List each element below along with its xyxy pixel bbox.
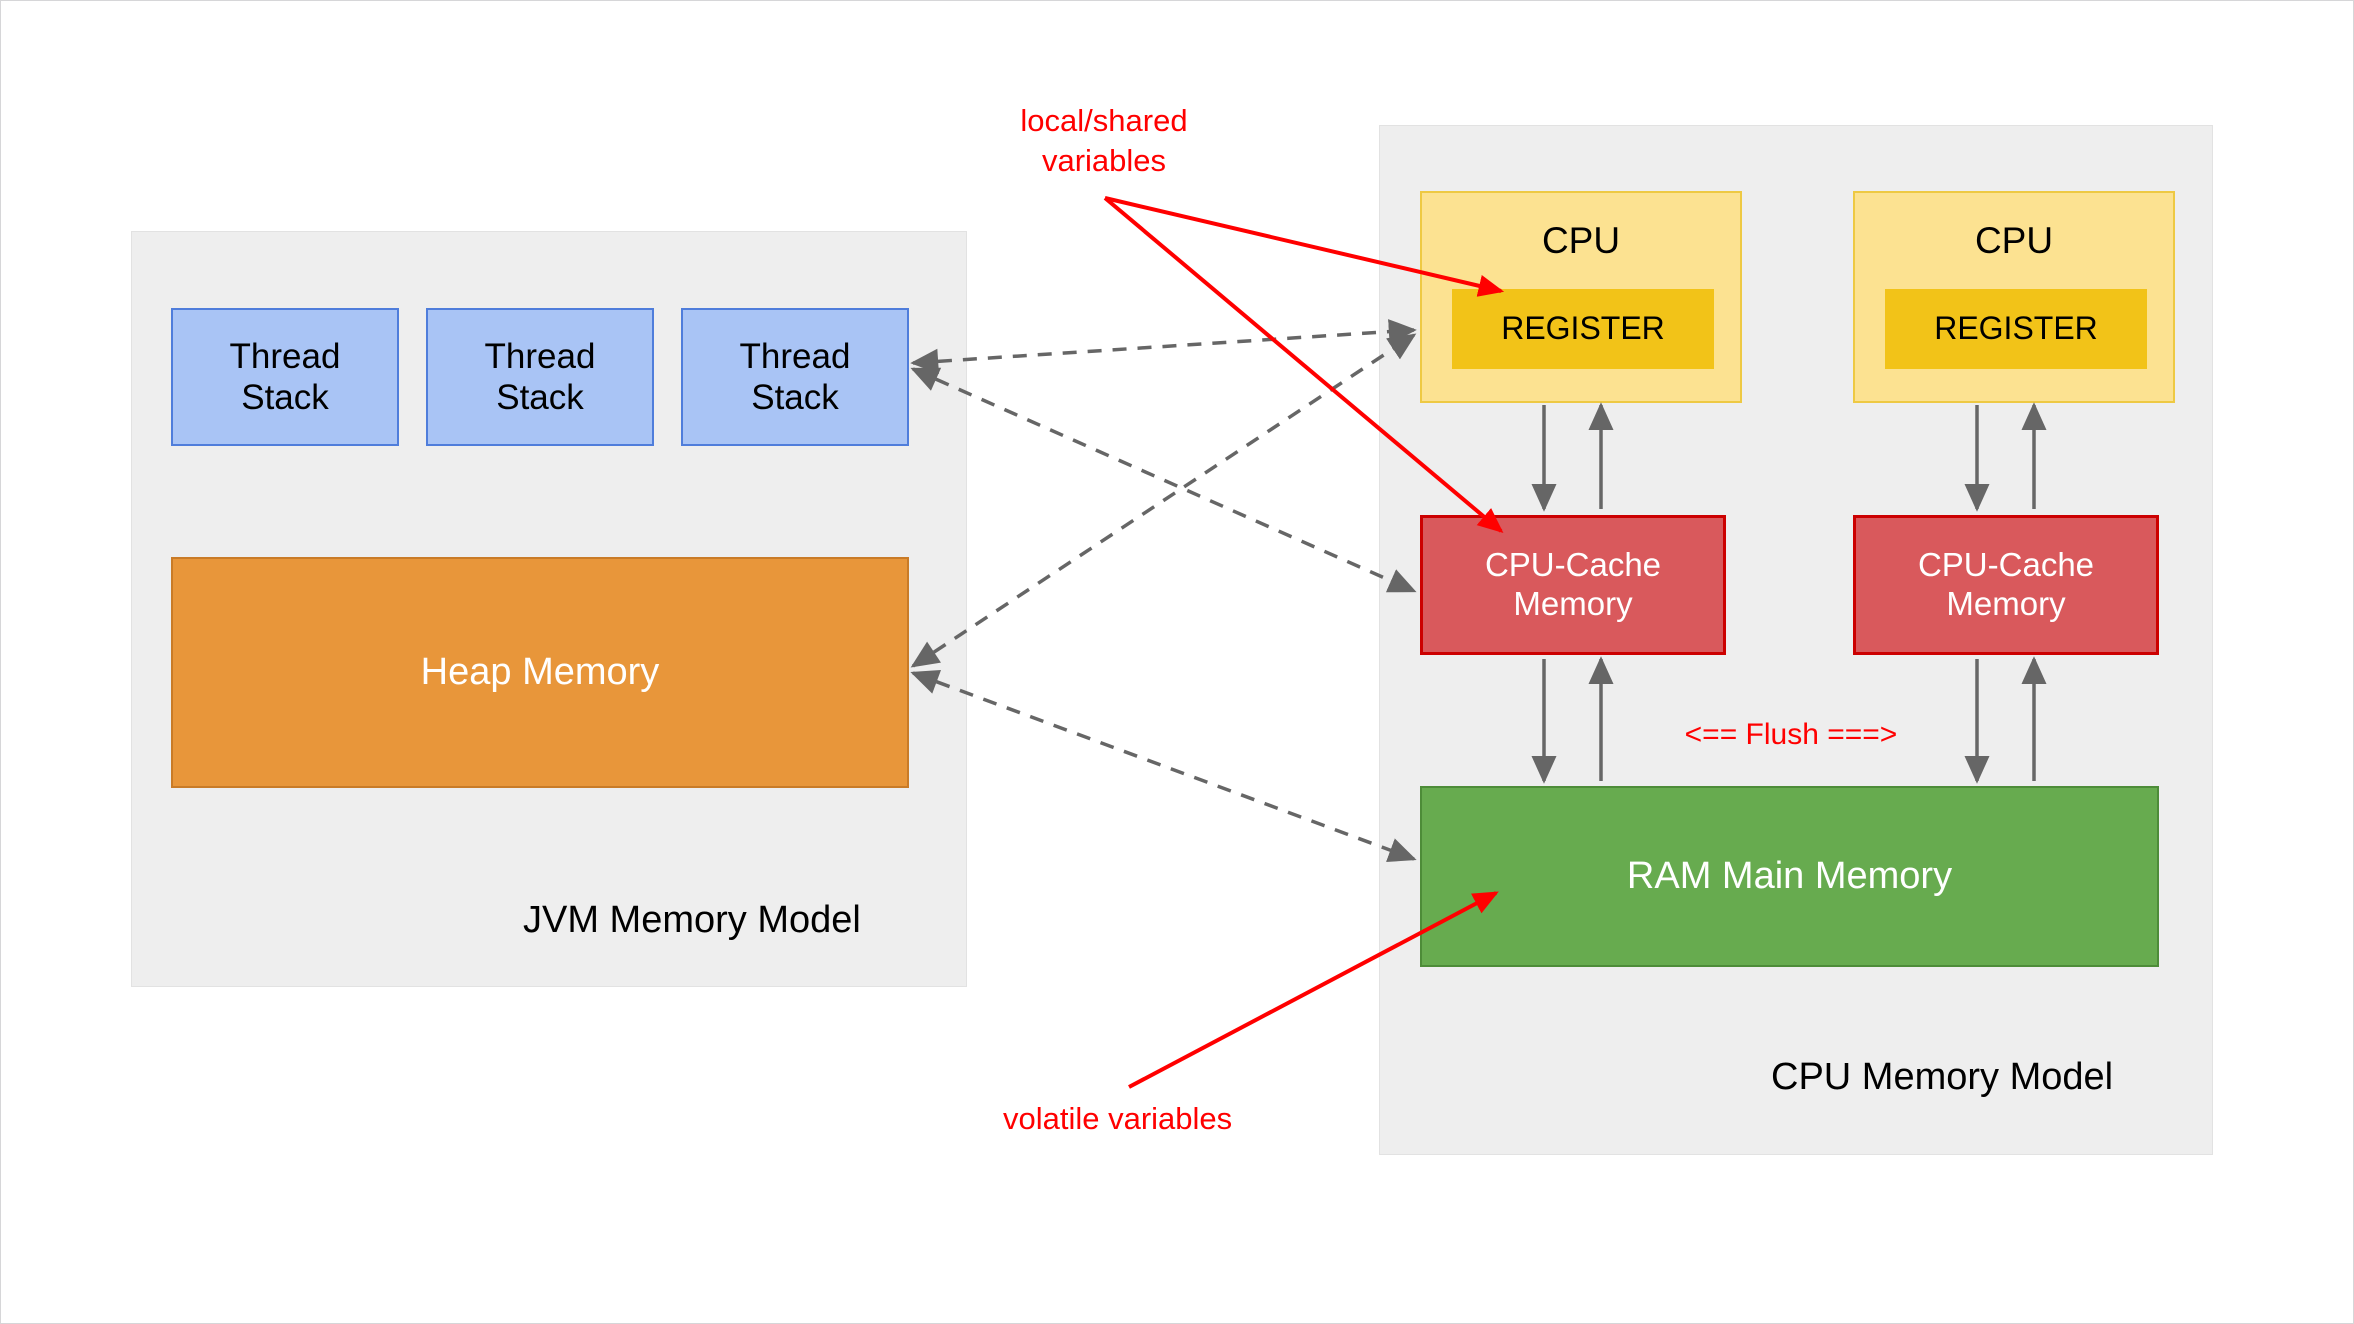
ram-main-memory-label: RAM Main Memory — [1626, 855, 1953, 898]
dashed-heap-to-register1 — [910, 333, 1417, 668]
cpu-cache-memory-box-1[interactable]: CPU-Cache Memory — [1420, 515, 1726, 655]
local-shared-variables-annotation: local/shared variables — [1020, 103, 1188, 178]
thread-stack-label-2: Thread Stack — [484, 336, 596, 417]
heap-memory-label: Heap Memory — [420, 651, 660, 694]
cpu-label-2: CPU — [1974, 220, 2054, 261]
thread-stack-box-3[interactable]: Thread Stack — [681, 308, 909, 446]
jvm-panel-title: JVM Memory Model — [523, 899, 861, 941]
register-box-2[interactable]: REGISTER — [1885, 289, 2147, 369]
thread-stack-box-2[interactable]: Thread Stack — [426, 308, 654, 446]
heap-memory-box[interactable]: Heap Memory — [171, 557, 909, 788]
cpu-panel-title: CPU Memory Model — [1771, 1056, 2114, 1098]
cpu-box-2[interactable]: CPU REGISTER — [1853, 191, 2175, 403]
dashed-threadstack-to-cache1 — [910, 367, 1417, 593]
volatile-variables-annotation: volatile variables — [1003, 1101, 1233, 1136]
ram-main-memory-box[interactable]: RAM Main Memory — [1420, 786, 2159, 967]
dashed-threadstack-to-register1 — [910, 319, 1417, 374]
thread-stack-box-1[interactable]: Thread Stack — [171, 308, 399, 446]
flush-annotation: <== Flush ===> — [1684, 718, 1898, 751]
cpu-cache-memory-label-1: CPU-Cache Memory — [1484, 546, 1662, 622]
cpu-label-1: CPU — [1541, 220, 1621, 261]
thread-stack-label-1: Thread Stack — [229, 336, 341, 417]
dashed-heap-to-ram — [910, 669, 1417, 863]
register-box-1[interactable]: REGISTER — [1452, 289, 1714, 369]
thread-stack-label-3: Thread Stack — [739, 336, 851, 417]
cpu-cache-memory-label-2: CPU-Cache Memory — [1917, 546, 2095, 622]
cpu-box-1[interactable]: CPU REGISTER — [1420, 191, 1742, 403]
cpu-cache-memory-box-2[interactable]: CPU-Cache Memory — [1853, 515, 2159, 655]
